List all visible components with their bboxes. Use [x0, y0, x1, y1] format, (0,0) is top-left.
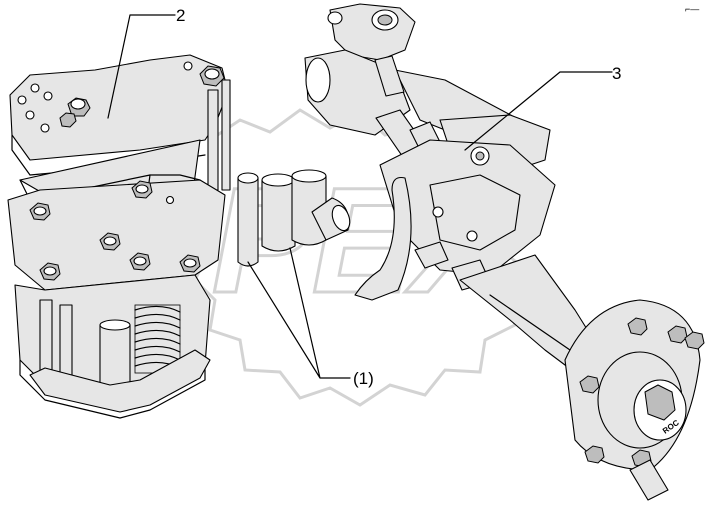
axle-assembly: ROC [304, 3, 705, 501]
hex-bolt-icon [199, 65, 225, 87]
corner-mark: ⌐— [685, 4, 699, 14]
wheel-hub: ROC [564, 299, 701, 471]
hex-bolt-icon [179, 254, 201, 273]
hex-bolt-icon [131, 180, 153, 199]
callout-1: (1) [247, 247, 374, 388]
hex-bolt-icon [684, 331, 705, 350]
callout-label-2: 2 [176, 6, 185, 25]
bracket-assembly [7, 54, 231, 419]
callout-3: 3 [464, 64, 621, 151]
hex-bolt-icon [579, 375, 600, 394]
callout-label-1: (1) [353, 369, 374, 388]
hex-bolt-icon [39, 262, 61, 281]
callout-2: 2 [107, 6, 185, 119]
hex-bolt-icon [29, 202, 51, 221]
hex-bolt-icon [129, 252, 151, 271]
hex-bolt-icon [627, 317, 648, 336]
hex-bolt-icon [99, 232, 121, 251]
bushing-set [237, 169, 351, 267]
callout-label-3: 3 [612, 64, 621, 83]
hex-bolt-icon [584, 445, 605, 464]
